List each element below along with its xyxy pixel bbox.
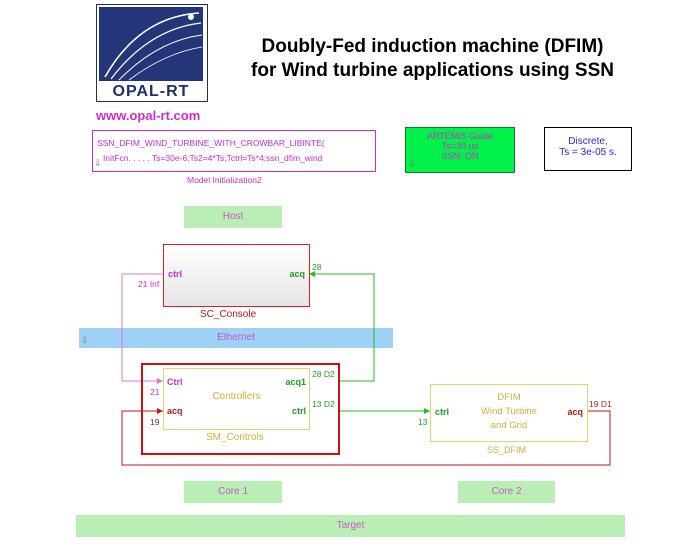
target-area[interactable]: Target	[76, 515, 625, 537]
dfim-port-acq: acq	[567, 407, 583, 417]
artemis-line1: ARTEMiS Guide	[427, 131, 493, 141]
sm-port-ctrl-out: ctrl	[291, 406, 306, 416]
discrete-line1: Discrete,	[568, 136, 608, 147]
powergui-discrete-block[interactable]: Discrete, Ts = 3e-05 s.	[544, 127, 632, 171]
line-dfim-acq-to-sm	[121, 410, 611, 466]
sm-signal-ctrl-in: 21	[150, 387, 160, 397]
sm-signal-acq1-out: 28 D2	[312, 369, 335, 379]
sm-controls-block[interactable]: Ctrl acq acq1 ctrl Controllers	[163, 368, 310, 430]
link-arrow-icon: ⇩	[408, 159, 416, 169]
logo-text: OPAL-RT	[112, 83, 190, 100]
link-arrow-icon: ⇩	[94, 158, 102, 168]
sm-controls-outline	[141, 363, 340, 455]
dfim-line2: Wind Turbine	[481, 406, 537, 417]
dfim-line1: DFIM	[497, 392, 521, 403]
sc-console-name: SC_Console	[200, 309, 257, 320]
dfim-signal-in: 13	[418, 417, 428, 427]
sm-port-acq1: acq1	[285, 377, 306, 387]
link-arrow-icon: ⇩	[81, 335, 89, 345]
sm-signal-ctrl-out: 13 D2	[312, 399, 335, 409]
website-link[interactable]: www.opal-rt.com	[96, 108, 201, 123]
ss-dfim-name: SS_DFIM	[487, 445, 527, 455]
core1-area[interactable]: Core 1	[184, 481, 282, 503]
logo-emblem-icon	[99, 7, 203, 81]
arrowhead-sm-ctrl	[157, 378, 163, 384]
opal-rt-logo: OPAL-RT	[96, 4, 208, 102]
arrowhead-sm-acq	[157, 408, 163, 414]
model-init-block[interactable]: SSN_DFIM_WIND_TURBINE_WITH_CROWBAR_LIBIN…	[92, 130, 376, 172]
console-signal-out: 28	[312, 262, 322, 272]
init-block-line2: InitFcn. . . . . Ts=30e-6;Ts2=4*Ts;Tctrl…	[103, 153, 323, 163]
host-area[interactable]: Host	[184, 206, 282, 228]
arrowhead-dfim-ctrl	[424, 408, 430, 414]
ethernet-bar[interactable]: Ethernet ⇩	[79, 328, 393, 348]
dfim-port-ctrl: ctrl	[435, 407, 450, 417]
dfim-signal-out: 19 D1	[589, 399, 612, 409]
sm-signal-acq-in: 19	[150, 417, 160, 427]
sm-inner-label: Controllers	[212, 391, 261, 402]
sm-port-acq: acq	[167, 406, 183, 416]
line-acq1-to-console	[309, 273, 375, 382]
sc-console-block[interactable]: ctrl acq	[163, 244, 310, 307]
discrete-line2: Ts = 3e-05 s.	[559, 147, 617, 158]
artemis-guide-block[interactable]: ARTEMiS Guide Ts=30 us SSN: ON ⇩	[405, 127, 515, 173]
console-signal-in: 21 Inf	[138, 279, 160, 289]
artemis-line3: SSN: ON	[441, 151, 479, 161]
init-block-line1: SSN_DFIM_WIND_TURBINE_WITH_CROWBAR_LIBIN…	[97, 138, 325, 148]
ethernet-label: Ethernet	[217, 332, 255, 343]
console-port-ctrl: ctrl	[168, 269, 183, 279]
title-line-2: for Wind turbine applications using SSN	[251, 60, 614, 81]
ss-dfim-block[interactable]: ctrl acq DFIM Wind Turbine and Grid	[430, 384, 588, 442]
sm-controls-name: SM_Controls	[206, 432, 264, 443]
arrowhead-console-acq	[309, 271, 315, 277]
title-line-1: Doubly-Fed induction machine (DFIM)	[261, 36, 604, 57]
dfim-line3: and Grid	[490, 420, 528, 431]
sm-port-ctrl: Ctrl	[167, 377, 183, 387]
artemis-line2: Ts=30 us	[441, 141, 479, 151]
model-init-caption: Model Initialization2	[187, 175, 262, 185]
core2-area[interactable]: Core 2	[458, 481, 555, 503]
console-port-acq: acq	[289, 269, 305, 279]
